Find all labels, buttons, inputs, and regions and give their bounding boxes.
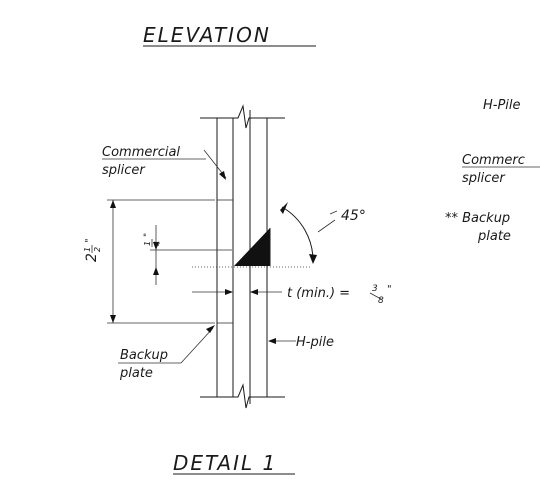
thickness-fraction-bar <box>369 292 382 300</box>
dim-quarter-arrow-bottom <box>153 267 159 275</box>
commercial-splicer-label-line1: Commercial <box>102 145 180 160</box>
svg-text:": " <box>84 238 95 243</box>
side-backup-label-line1: ** Backup <box>445 211 510 226</box>
dim-height-arrow-top <box>110 200 116 208</box>
svg-text:2: 2 <box>93 247 102 252</box>
backup-plate-leader <box>180 327 214 364</box>
h-pile-label: H-pile <box>296 335 334 350</box>
angle-arrow-top <box>280 202 288 214</box>
svg-text:4: 4 <box>153 241 162 246</box>
bottom-break-line <box>200 383 285 409</box>
angle-leader <box>317 219 336 233</box>
backup-plate-arrow <box>206 325 215 333</box>
weld-triangle <box>234 228 270 266</box>
angle-arc <box>281 206 314 263</box>
angle-label: 45° <box>341 208 366 224</box>
detail-title: DETAIL 1 <box>173 451 277 475</box>
svg-text:": " <box>143 233 153 237</box>
thickness-num: 3 <box>372 284 378 294</box>
side-commercial-label-line1: Commerc <box>462 153 525 168</box>
svg-text:1: 1 <box>143 241 152 246</box>
commercial-splicer-arrow <box>219 171 226 180</box>
svg-text:2: 2 <box>84 253 100 262</box>
dim-quarter-label: 1 4 " <box>143 233 162 247</box>
angle-leader-tick <box>329 210 338 215</box>
thickness-arrow-right <box>250 289 258 295</box>
angle-arrow-bottom <box>309 254 317 264</box>
dim-height-label: 2 1 2 " <box>83 238 102 262</box>
side-h-pile-label: H-Pile <box>483 98 521 113</box>
thickness-den: 8 <box>378 296 384 306</box>
side-backup-label-line2: plate <box>477 229 511 244</box>
backup-plate-label-line1: Backup <box>120 348 168 363</box>
dim-quarter-arrow-top <box>153 242 159 250</box>
top-break-line <box>200 104 285 129</box>
svg-text:1: 1 <box>83 247 92 252</box>
backup-plate-label-line2: plate <box>119 366 153 381</box>
dim-height-arrow-bottom <box>110 315 116 323</box>
h-pile-arrow <box>268 338 276 344</box>
elevation-title: ELEVATION <box>143 23 271 47</box>
side-commercial-label-line2: splicer <box>462 171 506 186</box>
thickness-inch: " <box>387 284 392 295</box>
commercial-splicer-label-line2: splicer <box>102 163 146 178</box>
thickness-arrow-left <box>225 289 233 295</box>
thickness-label: t (min.) = <box>287 286 350 301</box>
